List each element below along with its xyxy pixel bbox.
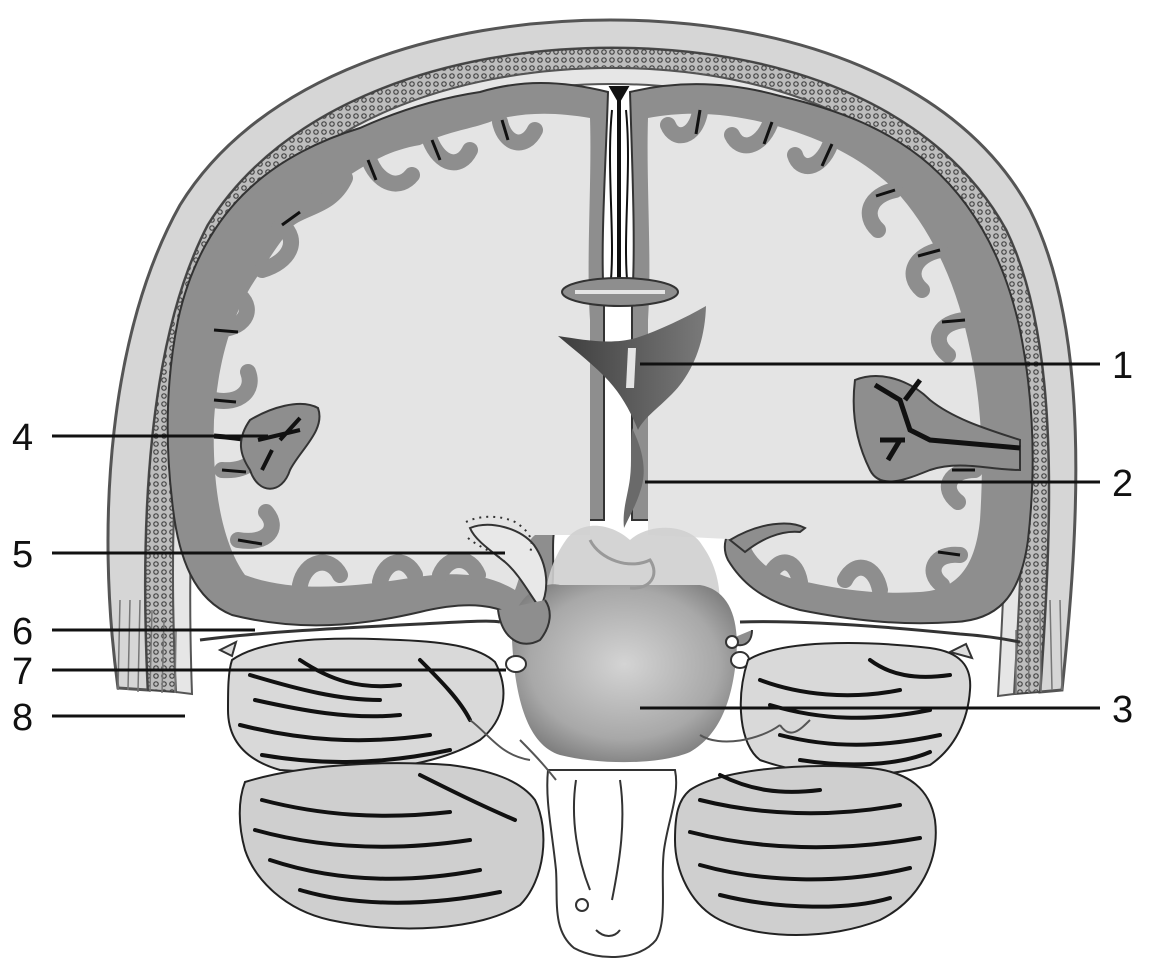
posterior-cerebral-artery — [506, 656, 526, 672]
label-6: 6 — [12, 611, 33, 653]
label-4: 4 — [12, 417, 33, 459]
label-8: 8 — [12, 697, 33, 739]
longitudinal-fissure — [612, 88, 626, 300]
vessel-right-small — [726, 636, 738, 648]
label-3: 3 — [1112, 689, 1133, 731]
label-7: 7 — [12, 651, 33, 693]
label-1: 1 — [1112, 345, 1133, 387]
medulla — [547, 770, 676, 957]
label-5: 5 — [12, 534, 33, 576]
label-2: 2 — [1112, 463, 1133, 505]
